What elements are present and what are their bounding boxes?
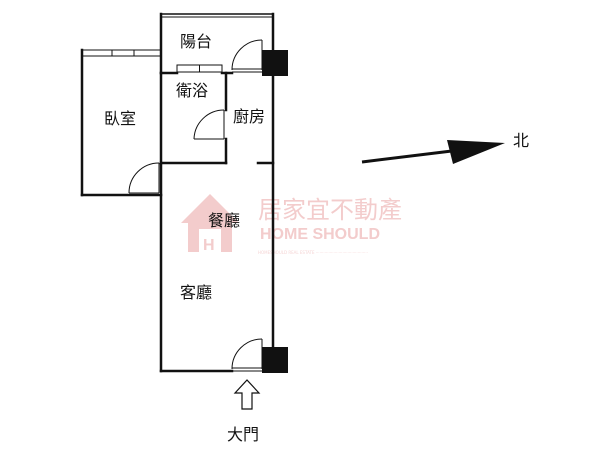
bathroom-window	[176, 64, 223, 73]
structural-column	[262, 50, 288, 76]
room-label-balcony: 陽台	[180, 32, 212, 51]
watermark-brand-en: HOME SHOULD	[260, 226, 380, 243]
room-label-bedroom: 臥室	[104, 109, 136, 128]
north-arrow-icon	[361, 140, 505, 164]
structural-column	[262, 347, 288, 373]
bathroom-door	[193, 109, 225, 140]
watermark-small-text: HOMESHOULD REAL ESTATE ·················…	[258, 250, 368, 255]
room-label-living: 客廳	[180, 283, 212, 302]
bedroom-door	[128, 162, 160, 194]
entrance-label: 大門	[227, 425, 259, 444]
entrance-arrow-icon	[233, 379, 261, 410]
room-label-bathroom: 衛浴	[176, 81, 208, 100]
room-label-dining: 餐廳	[208, 211, 240, 230]
north-label: 北	[513, 131, 529, 150]
balcony-door	[231, 39, 263, 73]
entrance-door	[231, 338, 263, 372]
watermark-logo-icon	[181, 194, 239, 252]
room-label-kitchen: 廚房	[233, 107, 265, 126]
walls	[80, 12, 275, 373]
watermark: H 居家宜不動產 HOME SHOULD HOMESHOULD REAL EST…	[181, 194, 402, 255]
watermark-logo-letter: H	[203, 237, 215, 254]
watermark-brand-cn: 居家宜不動產	[258, 196, 402, 224]
